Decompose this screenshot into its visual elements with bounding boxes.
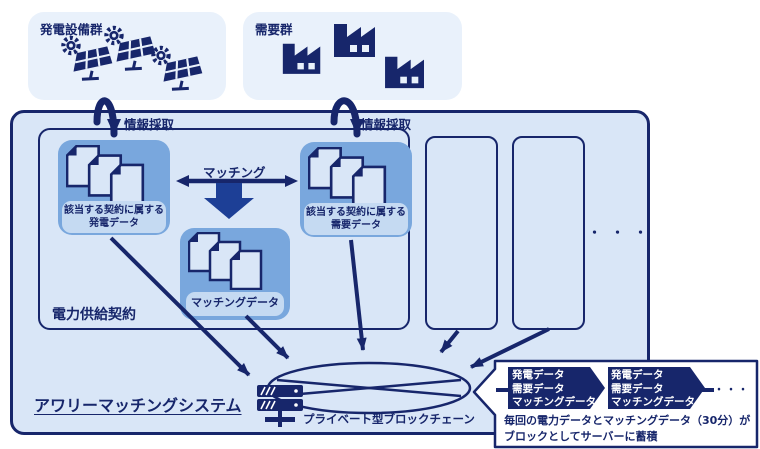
- generation-data-line1: 該当する契約に属する: [64, 205, 164, 216]
- documents-icon: [188, 232, 263, 290]
- demand-data-group: 該当する契約に属する 需要データ: [300, 142, 412, 237]
- matching-data-label: マッチングデータ: [186, 292, 284, 316]
- demand-group-title: 需要群: [255, 22, 293, 37]
- info-capture-arrows: [93, 97, 364, 138]
- generation-data-line2: 発電データ: [89, 218, 139, 229]
- block-2-text: 発電データ 需要データ マッチングデータ: [611, 369, 695, 410]
- solar-panel-gear-icon: [104, 25, 156, 71]
- server-icon: [257, 385, 303, 427]
- solar-panel-gear-icon: [61, 35, 113, 81]
- documents-icon: [66, 145, 145, 206]
- callout-caption-line2: ブロックとしてサーバーに蓄積: [504, 430, 658, 443]
- block-chevron-1: [508, 367, 605, 409]
- factory-icon: [334, 24, 375, 57]
- block-2-line-3: マッチングデータ: [611, 396, 695, 408]
- other-contract-box-1: [425, 136, 498, 330]
- blockchain-label: プライベート型ブロックチェーン: [303, 412, 475, 426]
- server-blocks-callout: [472, 359, 759, 449]
- blocks-ellipsis: ・・・: [714, 385, 750, 396]
- flow-arrows: [109, 236, 550, 377]
- more-contracts-ellipsis: ・・・: [588, 226, 658, 241]
- matching-arrows: [176, 175, 298, 219]
- matching-data-group: マッチングデータ: [180, 228, 290, 320]
- system-title: アワリーマッチングシステム: [34, 396, 242, 415]
- block-down-arrow: [204, 183, 254, 219]
- callout-caption-line1: 毎回の電力データとマッチングデータ（30分）が: [504, 414, 751, 427]
- info-capture-label-left: 情報採取: [124, 117, 175, 132]
- demand-data-label: 該当する契約に属する 需要データ: [304, 203, 408, 235]
- generation-data-group: 該当する契約に属する 発電データ: [58, 140, 170, 235]
- demand-data-line1: 該当する契約に属する: [306, 207, 406, 218]
- generation-group-title: 発電設備群: [40, 22, 103, 37]
- generation-group-box: 発電設備群: [28, 12, 226, 100]
- block-1-line-1: 発電データ: [512, 369, 565, 381]
- generation-data-label: 該当する契約に属する 発電データ: [62, 201, 166, 233]
- factory-icon: [282, 43, 321, 74]
- block-chevron-2: [608, 367, 705, 409]
- block-2-line-2: 需要データ: [611, 382, 664, 395]
- contract-label: 電力供給契約: [52, 307, 136, 323]
- block-2-line-1: 発電データ: [611, 369, 664, 381]
- solar-panel-gear-icon: [151, 45, 203, 91]
- factory-icon: [385, 56, 424, 89]
- documents-icon: [308, 147, 387, 208]
- block-1-line-2: 需要データ: [512, 382, 565, 395]
- demand-data-line2: 需要データ: [331, 220, 381, 231]
- demand-group-box: 需要群: [243, 12, 462, 100]
- matching-label: マッチング: [203, 165, 266, 180]
- block-1-text: 発電データ 需要データ マッチングデータ: [512, 369, 596, 410]
- block-1-line-3: マッチングデータ: [512, 396, 596, 408]
- info-capture-label-right: 情報採取: [361, 117, 412, 132]
